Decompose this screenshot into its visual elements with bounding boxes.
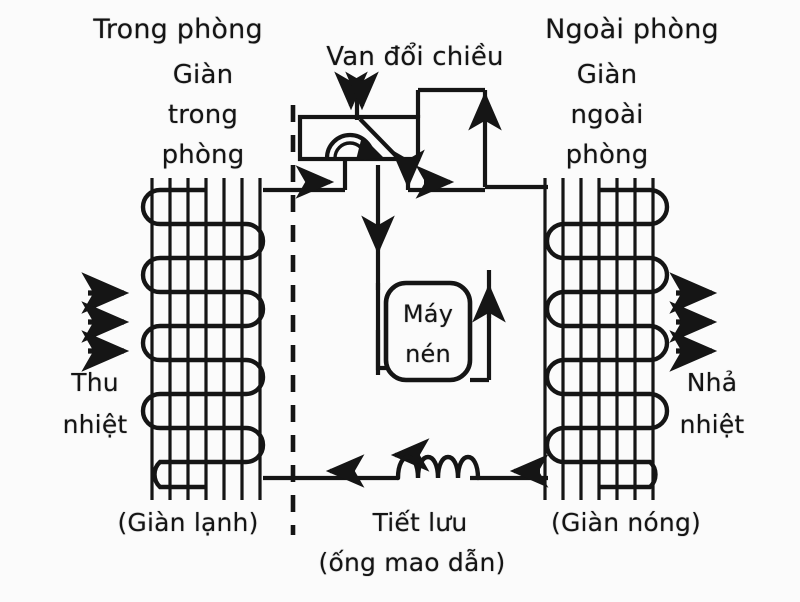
refrigerant-piping	[263, 80, 548, 481]
compressor	[383, 280, 473, 383]
heat-reject-label-line2: nhiệt	[679, 410, 745, 439]
outdoor-zone-label: Ngoài phòng	[545, 14, 719, 45]
indoor-coil	[143, 178, 263, 500]
throttle-paren-label: (ống mao dẫn)	[318, 548, 506, 577]
indoor-zone-label: Trong phòng	[93, 14, 263, 45]
reversing-valve-label: Van đổi chiều	[326, 42, 504, 72]
outdoor-coil-paren-label: (Giàn nóng)	[551, 508, 701, 537]
indoor-coil-paren-label: (Giàn lạnh)	[117, 508, 259, 537]
outdoor-coil-label-line1: Giàn	[576, 60, 638, 90]
heat-absorb-label-line1: Thu	[71, 368, 119, 397]
indoor-coil-label-line2: trong	[167, 100, 239, 130]
indoor-coil-label-line3: phòng	[161, 140, 245, 170]
heat-absorb-label-line2: nhiệt	[62, 410, 128, 439]
compressor-label-line1: Máy	[402, 300, 454, 328]
heat-reject-label-line1: Nhả	[686, 368, 738, 397]
indoor-airflow-arrows	[81, 272, 130, 372]
outdoor-coil	[543, 178, 667, 500]
compressor-inlet-pipe	[375, 283, 386, 371]
capillary-tube	[395, 455, 481, 481]
indoor-coil-label-line1: Giàn	[172, 60, 234, 90]
reversing-valve	[297, 114, 421, 162]
throttle-label: Tiết lưu	[372, 508, 468, 537]
flow-arrowheads	[295, 71, 549, 488]
outdoor-coil-label-line3: phòng	[565, 140, 649, 170]
outdoor-airflow-arrows	[669, 272, 718, 372]
compressor-label-line2: nén	[405, 340, 451, 368]
outdoor-coil-label-line2: ngoài	[570, 100, 644, 130]
